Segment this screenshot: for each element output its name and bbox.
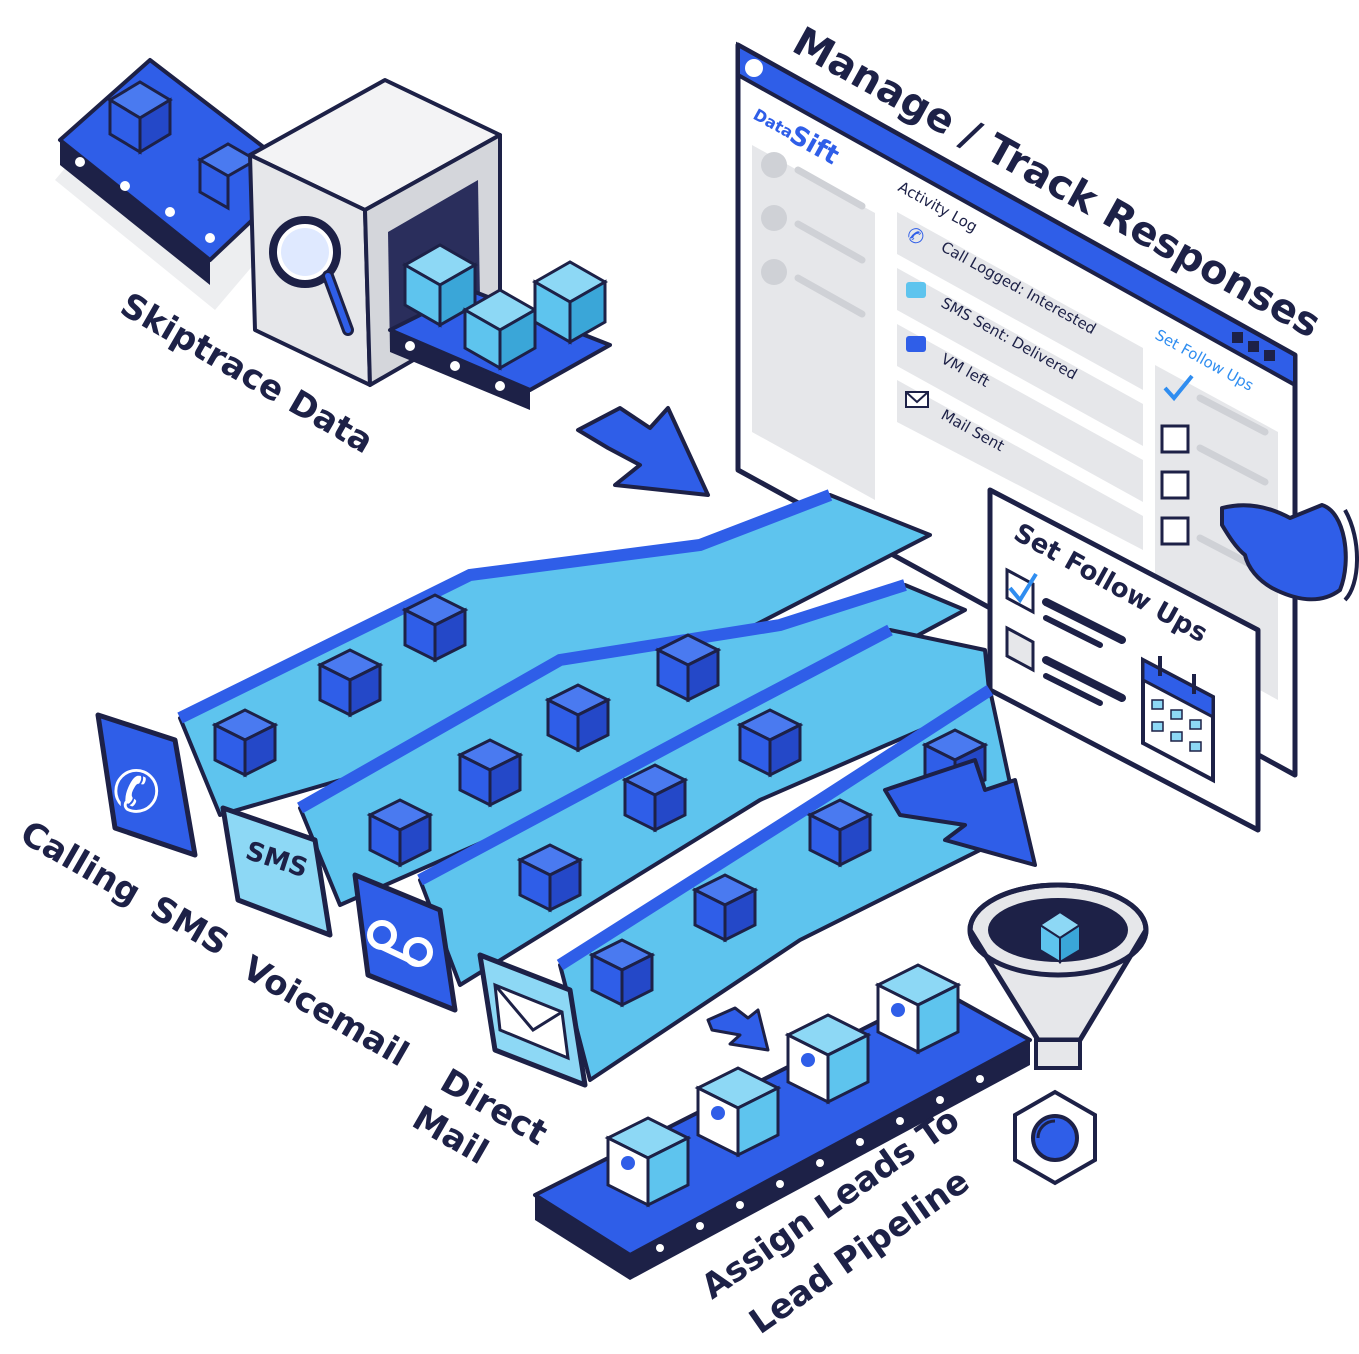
lane-cube: [806, 798, 874, 868]
followup-checkbox[interactable]: [1160, 470, 1190, 500]
funnel-icon: [967, 882, 1149, 1070]
user-icon: [891, 1003, 905, 1017]
mail-badge: [477, 952, 588, 1088]
lane-cube: [654, 633, 722, 703]
pointing-hand-icon: [1220, 503, 1359, 602]
lead-cube: [874, 963, 962, 1055]
magnifier-icon: [269, 216, 354, 336]
contact-box: [401, 243, 479, 328]
lane-cube: [316, 648, 384, 718]
sms-badge: SMS: [220, 805, 333, 938]
lane-cube: [691, 873, 759, 943]
lead-pipeline-conveyor: [533, 963, 1032, 1280]
arrow-icon: [883, 758, 1037, 867]
lead-cube: [784, 1013, 872, 1105]
voicemail-icon: [906, 336, 926, 352]
lane-cube: [401, 593, 469, 663]
followups-card: Set Follow Ups: [987, 487, 1261, 833]
envelope-icon: [493, 982, 570, 1061]
followup-checkbox[interactable]: [1160, 516, 1190, 546]
activity-item: VM left: [897, 324, 1143, 502]
sms-label: SMS: [144, 888, 236, 964]
lane-cube: [211, 708, 279, 778]
lane-cube: [588, 938, 656, 1008]
voicemail-badge: [352, 872, 458, 1013]
arrow-icon: [576, 406, 710, 497]
sidebar-panel: [752, 145, 875, 500]
lane-calling: [177, 489, 932, 817]
phone-icon: ✆: [112, 758, 161, 826]
lane-cube: [456, 738, 524, 808]
card-checkbox[interactable]: [1005, 625, 1035, 673]
sms-icon: [906, 282, 926, 298]
channel-lanes: [177, 489, 1022, 1082]
card-checkbox-checked[interactable]: [1005, 567, 1038, 615]
contact-box: [531, 260, 609, 345]
user-icon: [621, 1156, 635, 1170]
voicemail-icon: [367, 920, 433, 967]
lane-cube: [544, 683, 612, 753]
lane-cube: [366, 798, 434, 868]
skiptrace-conveyor: [55, 58, 302, 310]
app-logo-icon: [745, 59, 763, 77]
data-box: [107, 80, 173, 155]
lane-cube: [736, 708, 804, 778]
lane-cube: [516, 843, 584, 913]
calendar-icon: [1141, 656, 1215, 784]
output-conveyor: [388, 243, 612, 410]
calling-badge: ✆: [95, 712, 198, 858]
user-icon: [801, 1053, 815, 1067]
data-box: [196, 142, 260, 211]
lane-cube: [621, 763, 689, 833]
lead-cube: [604, 1116, 692, 1208]
contact-box: [461, 288, 539, 371]
arrow-icon: [706, 1006, 770, 1052]
lead-cube: [694, 1066, 782, 1158]
user-icon: [711, 1106, 725, 1120]
followup-checkbox[interactable]: [1160, 424, 1190, 454]
lead-output-icon: [1013, 1089, 1097, 1186]
